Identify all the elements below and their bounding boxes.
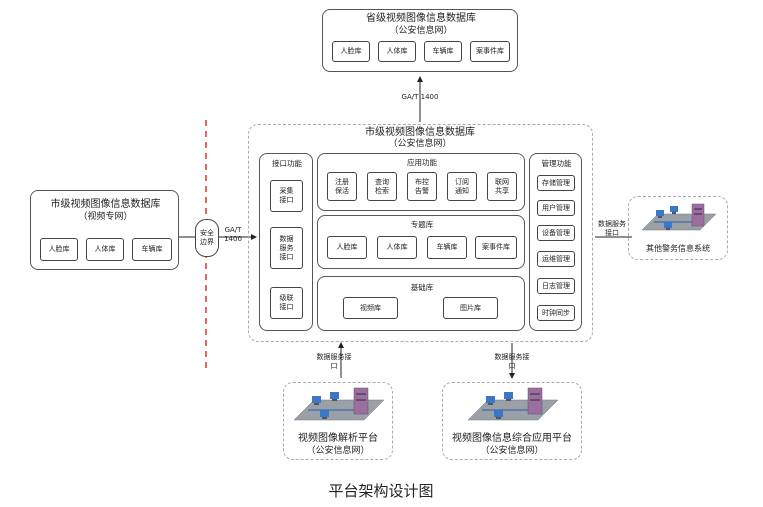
province-db-item-vehicle: 车辆库: [424, 41, 462, 62]
mgmt-storage: 存储管理: [537, 175, 575, 191]
city-video-db-title: 市级视频图像信息数据库: [50, 199, 161, 210]
city-video-body: 人体库: [86, 238, 124, 261]
base-video: 视频库: [343, 297, 398, 319]
data-service-bottom-left-label: 数据服务接 口: [316, 353, 352, 370]
protocol-top-label: GA/T 1400: [401, 93, 439, 101]
interface-collect: 采集 接口: [270, 180, 303, 212]
security-boundary-badge: 安全 边界: [195, 219, 219, 257]
application-title: 应用功能: [407, 158, 437, 167]
mgmt-ops: 运维管理: [537, 251, 575, 267]
city-db-subtitle: （公安信息网）: [388, 139, 452, 149]
platform-right-subtitle: （公安信息网）: [480, 446, 544, 456]
topic-body: 人体库: [377, 236, 417, 259]
app-share: 联网 共享: [487, 172, 517, 201]
interface-cascade: 级联 接口: [270, 287, 303, 319]
city-video-db-subtitle: （视频专网）: [78, 212, 133, 222]
platform-left-box: [283, 382, 393, 460]
topic-vehicle: 车辆库: [427, 236, 467, 259]
data-service-right-label: 数据服务 接口: [598, 220, 626, 237]
province-db-item-case: 案事件库: [470, 41, 510, 62]
app-register: 注册 保活: [327, 172, 357, 201]
platform-right-title: 视频图像信息综合应用平台: [452, 433, 572, 444]
platform-right-network-icon: [467, 387, 559, 421]
topic-face: 人脸库: [327, 236, 367, 259]
protocol-left-label: GA/T 1400: [224, 226, 242, 243]
province-db-box: 省级视频图像信息数据库 （公安信息网） 人脸库 人体库 车辆库 案事件库: [322, 9, 518, 72]
province-db-title: 省级视频图像信息数据库: [366, 13, 476, 24]
other-system-label: 其他警务信息系统: [646, 244, 710, 253]
other-system-network-icon: [641, 203, 717, 231]
platform-left-subtitle: （公安信息网）: [306, 446, 370, 456]
city-video-db-box: 市级视频图像信息数据库 （视频专网） 人脸库 人体库 车辆库: [30, 190, 179, 270]
city-video-face: 人脸库: [40, 238, 78, 261]
platform-right-box: [442, 382, 582, 460]
mgmt-user: 用户管理: [537, 200, 575, 216]
app-subscribe: 订阅 通知: [447, 172, 477, 201]
management-title: 管理功能: [541, 159, 572, 168]
mgmt-device: 设备管理: [537, 225, 575, 241]
base-image: 图片库: [443, 297, 498, 319]
province-db-item-face: 人脸库: [332, 41, 370, 62]
topic-title: 专题库: [410, 220, 434, 229]
topic-case: 案事件库: [475, 236, 517, 259]
base-title: 基础库: [410, 283, 434, 292]
platform-left-title: 视频图像解析平台: [298, 433, 378, 444]
app-query: 查询 检索: [367, 172, 397, 201]
data-service-bottom-right-label: 数据服务接 口: [494, 353, 530, 370]
app-alarm: 布控 告警: [407, 172, 437, 201]
figure-caption: 平台架构设计图: [328, 482, 434, 500]
interface-data-service: 数据 服务 接口: [270, 227, 303, 269]
interface-title: 接口功能: [272, 159, 302, 168]
mgmt-log: 日志管理: [537, 278, 575, 294]
city-db-title: 市级视频图像信息数据库: [365, 127, 475, 138]
city-video-vehicle: 车辆库: [132, 238, 172, 261]
mgmt-clock: 时钟同步: [537, 305, 575, 321]
other-system-box: [628, 196, 728, 260]
province-db-subtitle: （公安信息网）: [389, 26, 453, 36]
platform-left-network-icon: [293, 387, 385, 421]
province-db-item-body: 人体库: [378, 41, 416, 62]
city-db-container: [248, 124, 593, 342]
